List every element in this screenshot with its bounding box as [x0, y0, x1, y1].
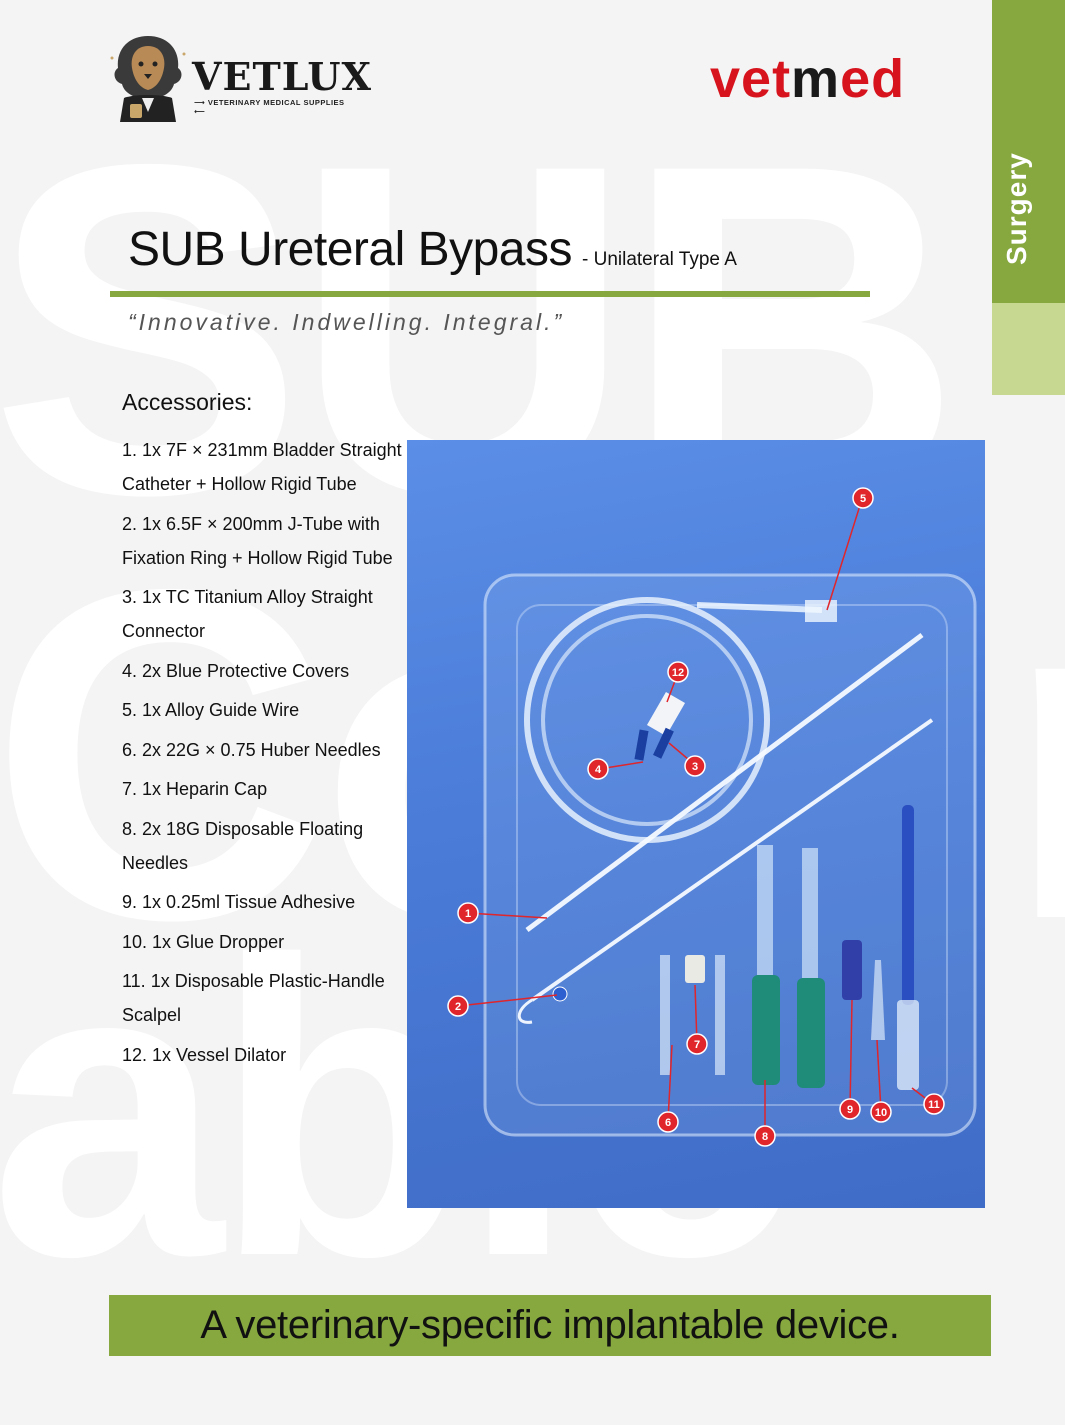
vetmed-logo-part-2: m [791, 49, 841, 109]
j-tube-hook [517, 998, 533, 1024]
list-item: 4. 2x Blue Protective Covers [122, 660, 350, 681]
blue-cover-1 [634, 729, 649, 761]
tagline-arrow-left-icon: ⟶ [194, 98, 208, 107]
list-item: 11. 1x Disposable Plastic-Handle Scalpel [122, 971, 385, 1025]
marker-1: 1 [457, 902, 479, 924]
huber-needle-1 [660, 955, 670, 1075]
vetlux-tagline-text: VETERINARY MEDICAL SUPPLIES [207, 98, 345, 107]
product-title: SUB Ureteral Bypass - Unilateral Type A [128, 222, 737, 277]
list-item: 8. 2x 18G Disposable Floating Needles [122, 818, 364, 873]
vetlux-logo: VETLUX ⟶ VETERINARY MEDICAL SUPPLIES ⟵ [106, 32, 371, 122]
list-item: 12. 1x Vessel Dilator [122, 1044, 287, 1065]
fixation-ring [552, 986, 568, 1002]
svg-text:9: 9 [847, 1104, 853, 1116]
svg-text:3: 3 [692, 761, 698, 773]
floating-needle-1 [757, 845, 773, 975]
list-item: 9. 1x 0.25ml Tissue Adhesive [122, 892, 356, 912]
list-item: 5. 1x Alloy Guide Wire [122, 700, 300, 720]
floating-needle-1-hub [752, 975, 780, 1085]
footer-banner: A veterinary-specific implantable device… [109, 1295, 991, 1356]
product-tray-illustration: 1 2 3 4 5 6 7 8 9 10 11 12 [447, 487, 977, 1147]
svg-text:10: 10 [875, 1107, 887, 1119]
svg-text:7: 7 [694, 1039, 700, 1051]
marker-5: 5 [852, 487, 874, 509]
side-tab-dark-block [992, 0, 1065, 303]
accessories-list: 1. 1x 7F × 231mm Bladder Straight Cathet… [122, 433, 407, 1077]
marker-8: 8 [754, 1125, 776, 1147]
vetmed-logo: vetmed [710, 48, 905, 110]
lion-mascot-icon [110, 36, 186, 122]
vetlux-wordmark: VETLUX [192, 54, 372, 99]
accessories-heading: Accessories: [122, 389, 253, 415]
tissue-adhesive [842, 940, 862, 1000]
marker-4: 4 [587, 758, 609, 780]
marker-6: 6 [657, 1111, 679, 1133]
category-side-tab: Surgery [992, 0, 1065, 395]
svg-text:2: 2 [455, 1001, 461, 1013]
list-item: 6. 2x 22G × 0.75 Huber Needles [122, 739, 381, 760]
marker-2: 2 [447, 995, 469, 1017]
product-slogan: “Innovative. Indwelling. Integral.” [128, 309, 565, 335]
tagline-arrow-right-icon: ⟵ [194, 107, 206, 116]
titanium-connector [646, 692, 686, 736]
guide-wire-tip [805, 600, 837, 622]
scalpel-handle [902, 805, 914, 1005]
marker-9: 9 [839, 1098, 861, 1120]
marker-12: 12 [667, 661, 689, 683]
list-item: 3. 1x TC Titanium Alloy Straight Connect… [122, 587, 373, 641]
list-item: 1. 1x 7F × 231mm Bladder Straight Cathet… [122, 440, 402, 494]
footer-text: A veterinary-specific implantable device… [200, 1303, 900, 1347]
coil-inner [541, 614, 753, 826]
svg-text:11: 11 [928, 1099, 940, 1111]
product-title-main: SUB Ureteral Bypass [128, 223, 573, 276]
svg-text:12: 12 [672, 667, 684, 679]
list-item: 2. 1x 6.5F × 200mm J-Tube with Fixation … [122, 513, 393, 568]
list-item: 10. 1x Glue Dropper [122, 931, 285, 952]
svg-text:1: 1 [465, 908, 471, 920]
side-tab-light-block [992, 303, 1065, 395]
scalpel-cover [897, 1000, 919, 1090]
svg-text:6: 6 [665, 1117, 671, 1129]
svg-text:8: 8 [762, 1131, 768, 1143]
side-tab-label: Surgery [1001, 152, 1032, 265]
marker-10: 10 [870, 1101, 892, 1123]
svg-text:4: 4 [595, 764, 602, 776]
title-divider [110, 291, 870, 297]
list-item: 7. 1x Heparin Cap [122, 779, 268, 799]
marker-11: 11 [923, 1093, 945, 1115]
vetmed-logo-part-1: vet [710, 49, 792, 109]
product-photo: 1 2 3 4 5 6 7 8 9 10 11 12 [407, 440, 985, 1208]
coil-tail [696, 602, 823, 613]
marker-3: 3 [684, 755, 706, 777]
glue-dropper [871, 960, 885, 1040]
heparin-cap [685, 955, 705, 983]
svg-text:5: 5 [860, 493, 866, 505]
blue-cover-2 [653, 727, 674, 759]
floating-needle-2-hub [797, 978, 825, 1088]
floating-needle-2 [802, 848, 818, 978]
marker-7: 7 [686, 1033, 708, 1055]
huber-needle-2 [715, 955, 725, 1075]
j-tube [530, 718, 934, 1002]
vetmed-logo-part-3: ed [840, 49, 906, 109]
bladder-catheter [525, 632, 924, 933]
vetlux-tagline: ⟶ VETERINARY MEDICAL SUPPLIES ⟵ [194, 98, 356, 116]
product-title-subtitle: - Unilateral Type A [582, 249, 737, 270]
